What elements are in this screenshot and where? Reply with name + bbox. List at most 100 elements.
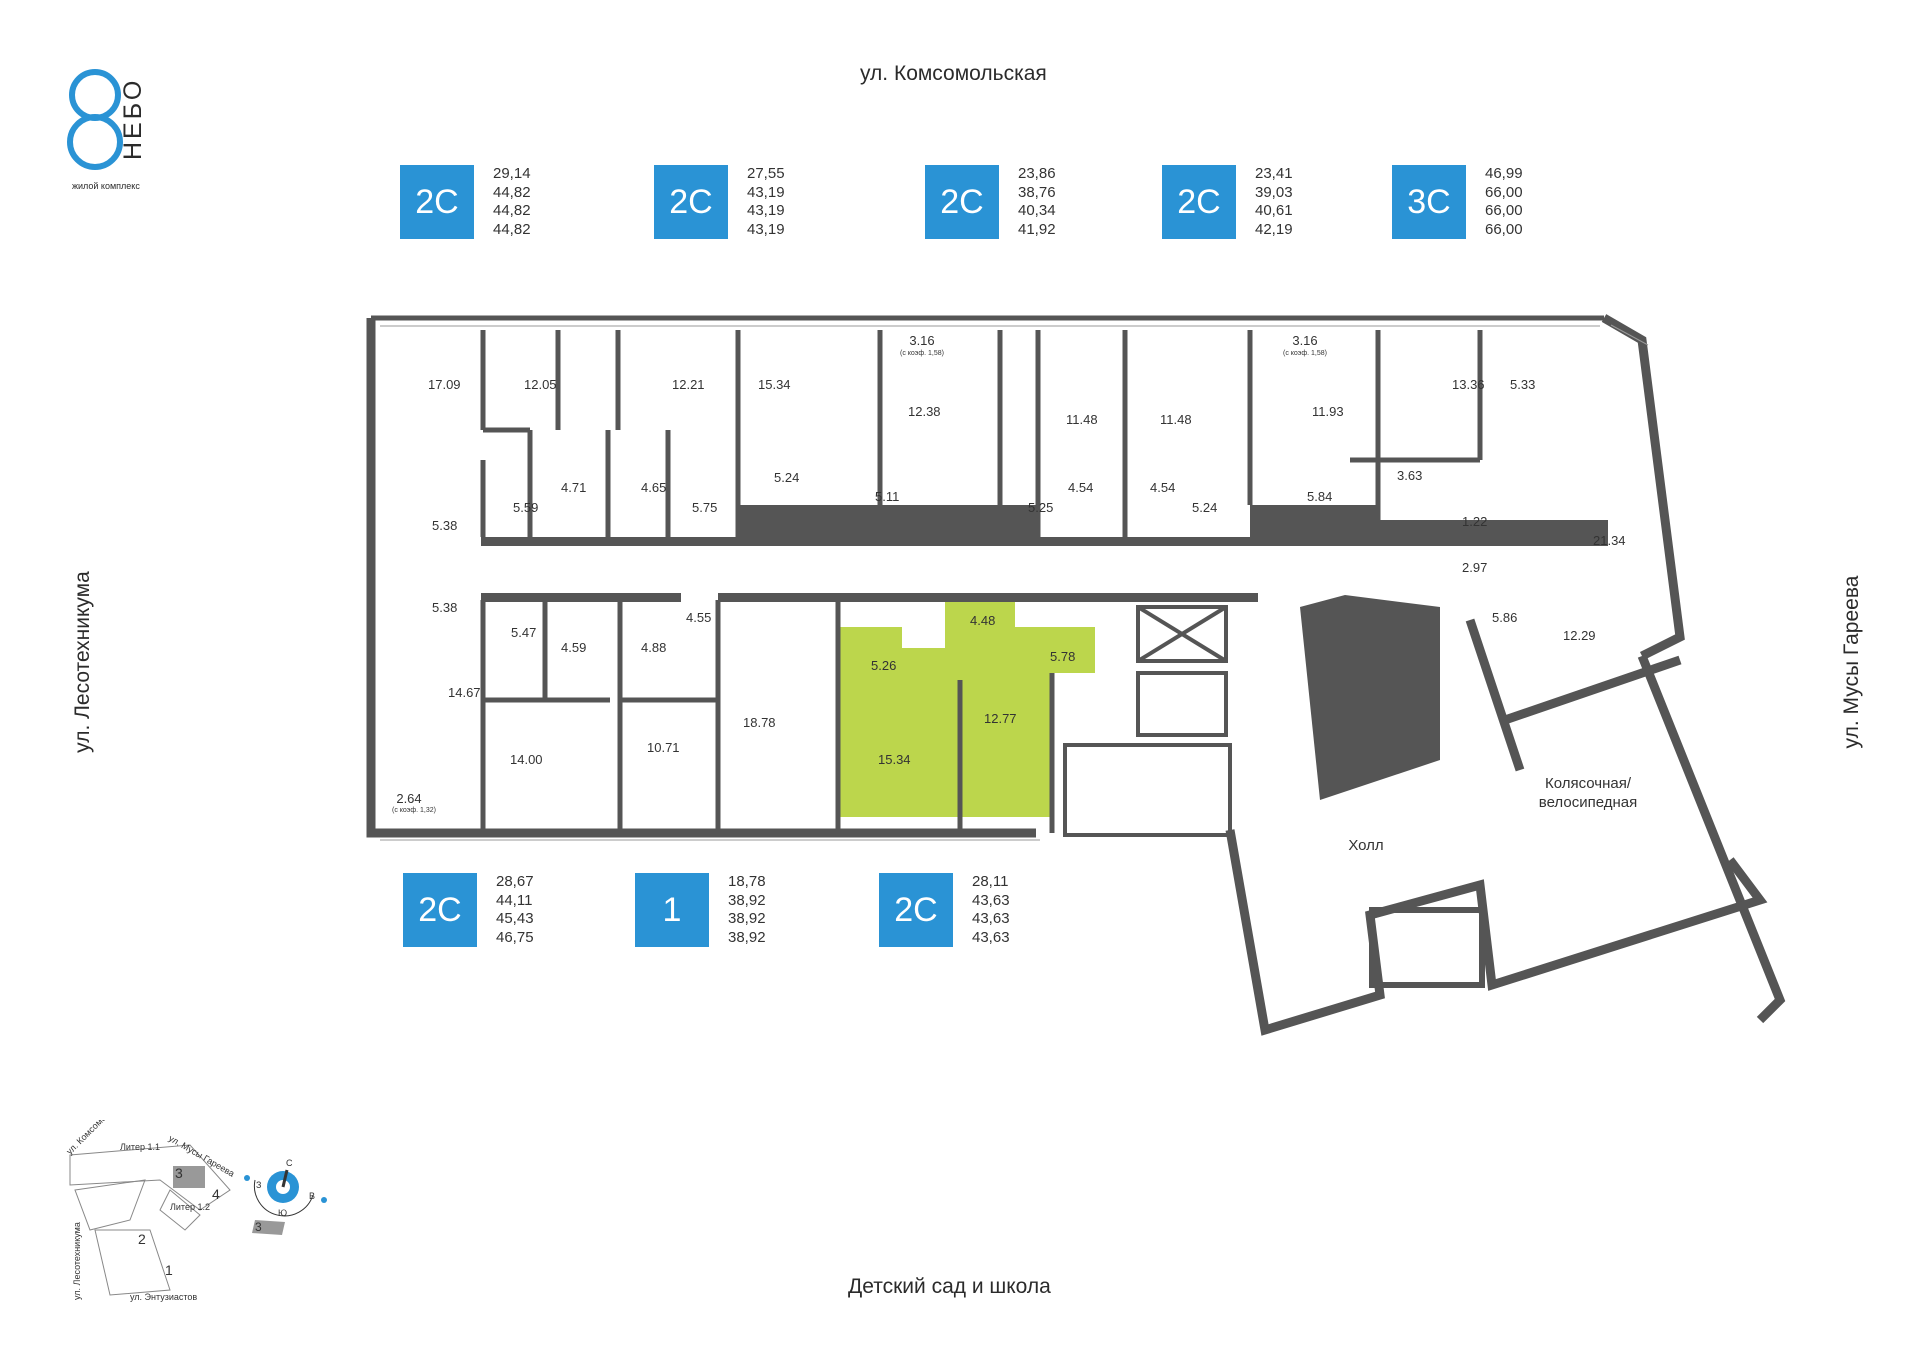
- room-area-21-34: 21.34: [1593, 533, 1626, 548]
- room-area-18-78: 18.78: [743, 715, 776, 730]
- room-area-14-67: 14.67: [448, 685, 481, 700]
- apartment-badge-top-2[interactable]: 2С: [654, 165, 728, 239]
- highlighted-apartment[interactable]: [838, 601, 1095, 817]
- room-area-1-22: 1.22: [1462, 514, 1487, 529]
- compass-west: З: [256, 1180, 261, 1190]
- stair-core: [1300, 595, 1440, 800]
- outer-walls: [366, 314, 1786, 1024]
- room-area-3-16-b: 3.16: [1292, 333, 1317, 348]
- room-area-5-47: 5.47: [511, 625, 536, 640]
- room-labels: 17.09 12.05 12.21 15.34 3.16 (с коэф. 1,…: [392, 333, 1637, 854]
- hall-label: Холл: [1348, 837, 1383, 854]
- minimap-building-2-label: 2: [138, 1231, 146, 1247]
- room-area-15-34-highlight: 15.34: [878, 752, 911, 767]
- room-area-5-84: 5.84: [1307, 489, 1332, 504]
- room-area-4-65: 4.65: [641, 480, 666, 495]
- compass-east: В: [309, 1191, 315, 1201]
- room-area-5-11: 5.11: [875, 489, 899, 504]
- room-area-5-75: 5.75: [692, 500, 717, 515]
- room-area-12-38: 12.38: [908, 404, 941, 419]
- room-area-12-21: 12.21: [672, 377, 705, 392]
- room-area-11-93: 11.93: [1312, 404, 1344, 419]
- room-area-5-78: 5.78: [1050, 649, 1075, 664]
- room-area-2-97: 2.97: [1462, 560, 1487, 575]
- minimap-liter-1-2: Литер 1.2: [170, 1202, 210, 1212]
- site-minimap: 3 4 2 1 3 Литер 1.1 Литер 1.2 ул. Энтузи…: [64, 1120, 327, 1302]
- minimap-liter-1-1: Литер 1.1: [120, 1142, 160, 1152]
- room-area-4-71: 4.71: [561, 480, 586, 495]
- room-area-17-09: 17.09: [428, 377, 461, 392]
- room-area-13-36: 13.36: [1452, 377, 1485, 392]
- logo-eight-mark: [67, 69, 123, 170]
- room-area-5-38-b: 5.38: [432, 600, 457, 615]
- room-area-5-33: 5.33: [1510, 377, 1535, 392]
- room-area-5-26: 5.26: [871, 658, 896, 673]
- room-area-5-24-a: 5.24: [774, 470, 799, 485]
- apartment-badge-bottom-1[interactable]: 2С: [403, 873, 477, 947]
- room-area-5-59: 5.59: [513, 500, 538, 515]
- compass-north: С: [286, 1158, 293, 1168]
- lobby-core: [1369, 907, 1485, 988]
- apartment-badge-bottom-3[interactable]: 2С: [879, 873, 953, 947]
- minimap-legend-3-label: 3: [255, 1220, 262, 1234]
- room-area-11-48-a: 11.48: [1066, 412, 1098, 427]
- windows: [380, 324, 1649, 841]
- minimap-building-3-label: 3: [175, 1165, 183, 1181]
- apartment-badge-bottom-2[interactable]: 1: [635, 873, 709, 947]
- room-area-15-34-top: 15.34: [758, 377, 791, 392]
- partitions: [480, 330, 1483, 537]
- room-note-3-16-a: (с коэф. 1,58): [900, 350, 944, 357]
- room-area-3-16-a: 3.16: [909, 333, 934, 348]
- room-area-12-29: 12.29: [1563, 628, 1596, 643]
- room-area-5-86: 5.86: [1492, 610, 1517, 625]
- street-bottom-label: Детский сад и школа: [848, 1275, 1051, 1298]
- room-area-4-54-b: 4.54: [1150, 480, 1175, 495]
- minimap-legend-shape: [252, 1220, 285, 1235]
- apartment-badge-top-1[interactable]: 2С: [400, 165, 474, 239]
- minimap-building-4-label: 4: [212, 1186, 220, 1202]
- room-area-11-48-b: 11.48: [1160, 412, 1192, 427]
- partitions-bottom: [480, 600, 1055, 833]
- lobby-walls: [1225, 618, 1768, 1036]
- room-area-5-25: 5.25: [1028, 500, 1053, 515]
- room-area-4-88: 4.88: [641, 640, 666, 655]
- room-area-12-77: 12.77: [984, 711, 1017, 726]
- minimap-building-1-label: 1: [165, 1262, 173, 1278]
- apartment-badge-top-3[interactable]: 2С: [925, 165, 999, 239]
- minimap-buildings: [69, 1144, 231, 1296]
- stroller-room-label-2: велосипедная: [1539, 794, 1637, 811]
- room-area-4-55: 4.55: [686, 610, 711, 625]
- room-area-4-54-a: 4.54: [1068, 480, 1093, 495]
- room-area-5-24-b: 5.24: [1192, 500, 1217, 515]
- minimap-street-bottom: ул. Энтузиастов: [130, 1292, 197, 1302]
- corridor: [481, 505, 1608, 602]
- room-area-5-38-a: 5.38: [432, 518, 457, 533]
- compass-icon: С Ю З В: [244, 1158, 327, 1218]
- compass-south: Ю: [278, 1208, 287, 1218]
- minimap-street-left: ул. Лесотехникума: [72, 1222, 82, 1300]
- street-top-label: ул. Комсомольская: [860, 62, 1047, 85]
- room-note-3-16-b: (с коэф. 1,58): [1283, 350, 1327, 357]
- room-note-2-64: (с коэф. 1,32): [392, 807, 436, 814]
- room-area-4-59: 4.59: [561, 640, 586, 655]
- stroller-room-label-1: Колясочная/: [1545, 775, 1632, 792]
- room-area-3-63: 3.63: [1397, 468, 1422, 483]
- room-area-4-48: 4.48: [970, 613, 995, 628]
- room-area-12-05: 12.05: [524, 377, 557, 392]
- logo-subtitle: жилой комплекс: [72, 181, 140, 191]
- room-area-14-00: 14.00: [510, 752, 543, 767]
- room-area-10-71: 10.71: [647, 740, 680, 755]
- room-area-2-64: 2.64: [396, 791, 421, 806]
- apartment-badge-top-4[interactable]: 2С: [1162, 165, 1236, 239]
- apartment-badge-top-5[interactable]: 3С: [1392, 165, 1466, 239]
- minimap-building-3: [173, 1166, 205, 1188]
